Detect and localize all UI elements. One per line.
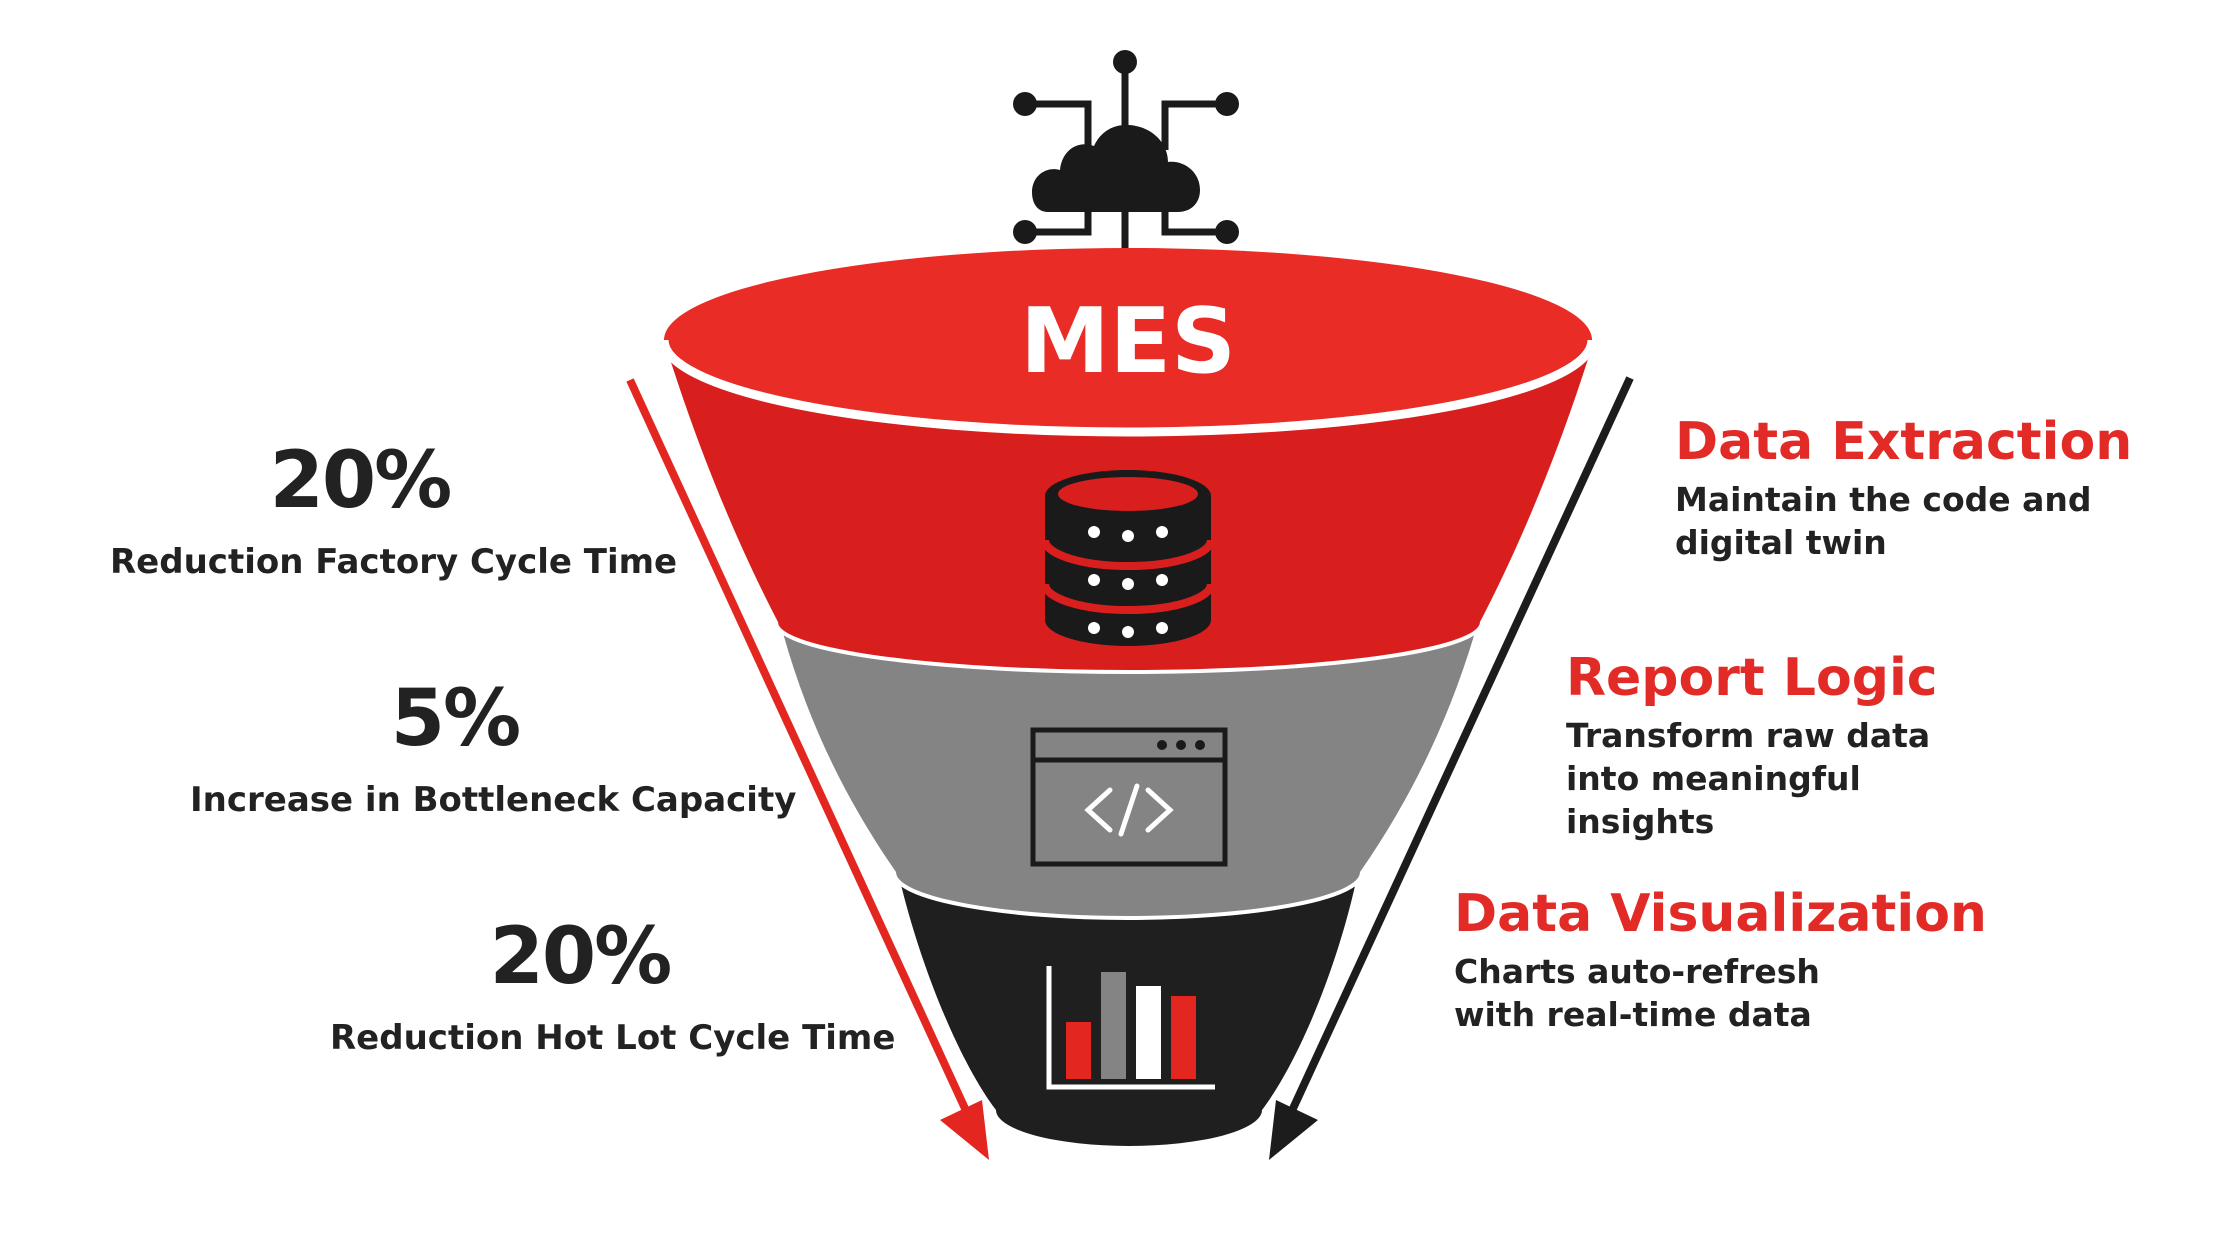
stat-hot-lot-cycle-time: 20% Reduction Hot Lot Cycle Time: [330, 912, 896, 1058]
funnel-top: [664, 248, 1592, 432]
stat-label: Reduction Hot Lot Cycle Time: [330, 1018, 896, 1058]
step-data-extraction: Data Extraction Maintain the code and di…: [1675, 412, 2133, 565]
right-down-arrow: [1269, 376, 1634, 1160]
cloud-network-icon: [1013, 50, 1239, 284]
report-logic-stage: [780, 622, 1478, 916]
bar-chart-icon: [1046, 966, 1215, 1090]
stat-label: Reduction Factory Cycle Time: [110, 542, 678, 582]
stat-label: Increase in Bottleneck Capacity: [190, 780, 797, 820]
stat-factory-cycle-time: 20% Reduction Factory Cycle Time: [110, 436, 678, 582]
left-down-arrow: [626, 378, 989, 1160]
step-data-visualization: Data Visualization Charts auto-refresh w…: [1454, 884, 1987, 1037]
step-title: Data Extraction: [1675, 412, 2133, 472]
step-title: Report Logic: [1566, 648, 1938, 708]
stat-value: 5%: [390, 674, 521, 764]
code-window-icon: [1030, 727, 1228, 867]
database-icon: [1041, 470, 1215, 646]
stat-value: 20%: [489, 912, 673, 1002]
step-title: Data Visualization: [1454, 884, 1987, 944]
step-description: Maintain the code and digital twin: [1675, 480, 2092, 563]
step-description: Transform raw data into meaningful insig…: [1566, 716, 1931, 841]
stat-value: 20%: [269, 436, 453, 526]
mes-label: MES: [1020, 289, 1236, 394]
step-report-logic: Report Logic Transform raw data into mea…: [1566, 648, 1996, 844]
visualization-stage: [898, 872, 1358, 1146]
step-description: Charts auto-refresh with real-time data: [1454, 952, 1820, 1035]
stat-bottleneck-capacity: 5% Increase in Bottleneck Capacity: [190, 674, 797, 820]
